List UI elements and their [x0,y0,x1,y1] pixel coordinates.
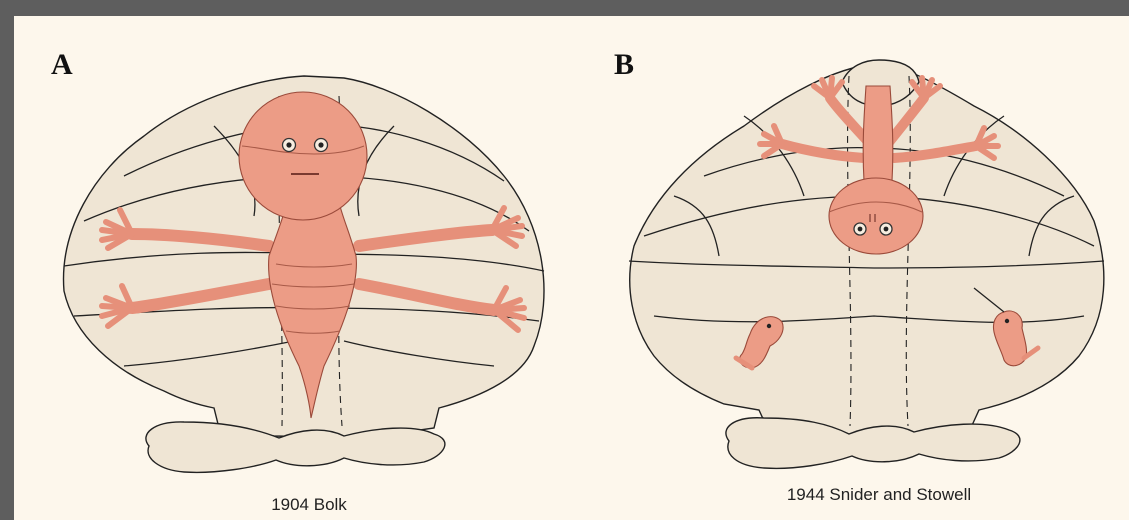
torso-b [863,86,893,181]
panel-label-b: B [614,48,634,82]
cerebellum-figure [14,16,1129,520]
panel-label-a: A [51,48,73,82]
caption-b: 1944 Snider and Stowell [734,485,1024,505]
head-b [829,178,923,254]
figure-panel: A B 1904 Bolk 1944 Snider and Stowell [14,16,1129,520]
head-a [239,92,367,220]
caption-a: 1904 Bolk [204,495,414,515]
